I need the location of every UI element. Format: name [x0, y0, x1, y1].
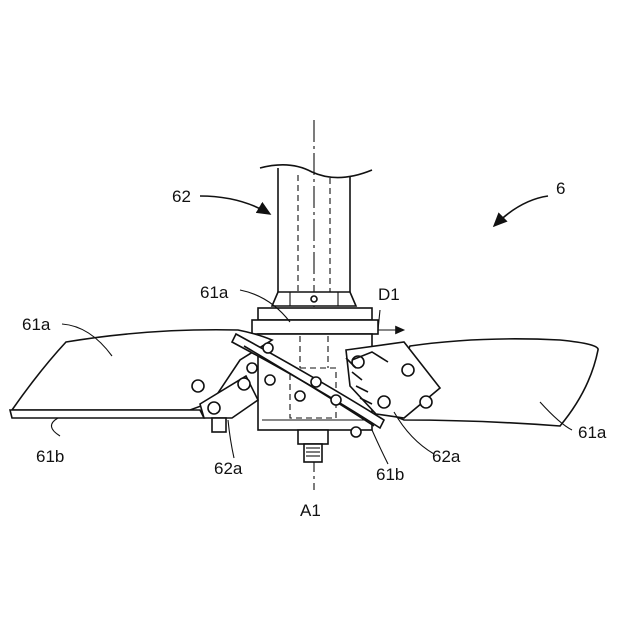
label-62a-right: 62a	[432, 447, 461, 466]
label-62a-left: 62a	[214, 459, 243, 478]
blade-right	[346, 339, 598, 426]
label-61a-right: 61a	[578, 423, 607, 442]
shaft-62	[260, 165, 372, 292]
label-61b-right: 61b	[376, 465, 404, 484]
blade-left	[10, 330, 272, 432]
label-6: 6	[556, 179, 565, 198]
label-61b-left: 61b	[36, 447, 64, 466]
label-61a-top: 61a	[200, 283, 229, 302]
label-62: 62	[172, 187, 191, 206]
label-61a-left: 61a	[22, 315, 51, 334]
label-d1: D1	[378, 285, 400, 304]
label-a1: A1	[300, 501, 321, 520]
